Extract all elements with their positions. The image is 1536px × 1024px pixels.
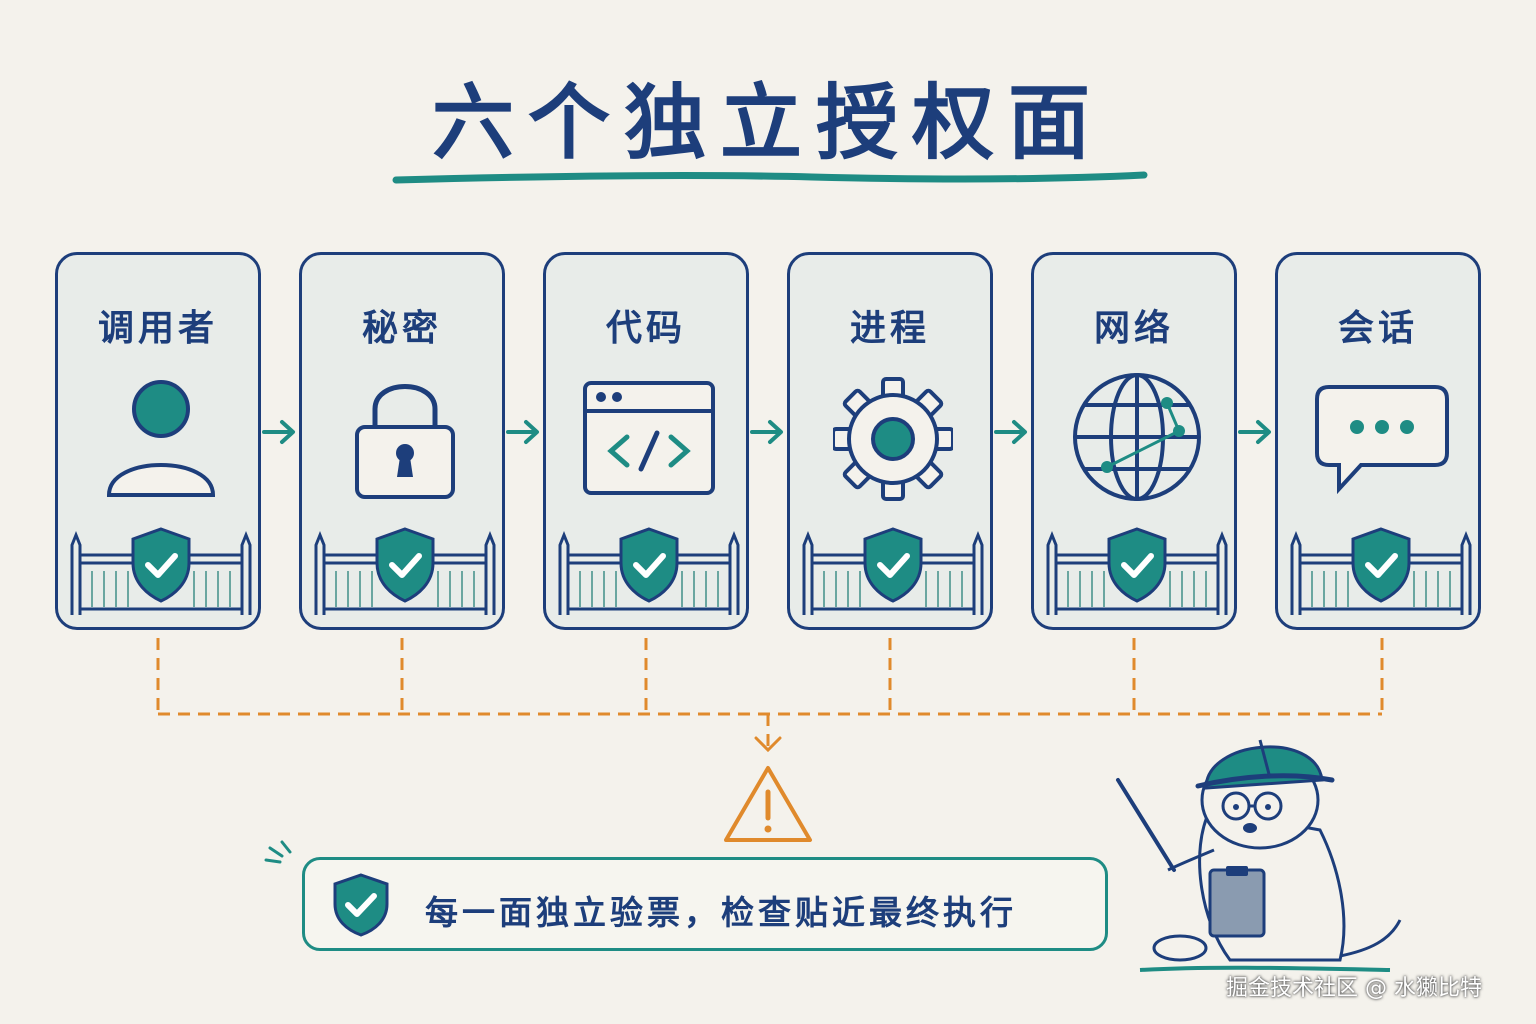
arrow-right-icon	[262, 420, 295, 444]
card-label: 网络	[1093, 308, 1174, 349]
lock-icon	[355, 384, 455, 499]
fence-shield-icon	[1290, 527, 1472, 615]
title-underline	[392, 171, 1148, 184]
summary-text: 每一面独立验票，检查贴近最终执行	[425, 893, 1017, 932]
arrow-right-icon	[506, 420, 539, 444]
watermark: 掘金技术社区 @ 水獭比特	[1226, 976, 1482, 1001]
fence-shield-icon	[314, 527, 496, 615]
card-caller: 调用者	[55, 252, 261, 630]
gear-icon	[833, 377, 953, 501]
fence-shield-icon	[802, 527, 984, 615]
fence-shield-icon	[70, 527, 252, 615]
dashed-connectors	[156, 638, 1384, 753]
summary-note: 每一面独立验票，检查贴近最终执行	[302, 857, 1108, 951]
fence-shield-icon	[558, 527, 740, 615]
card-label: 会话	[1337, 308, 1418, 349]
code-window-icon	[583, 381, 715, 495]
card-process: 进程	[787, 252, 993, 630]
card-secret: 秘密	[299, 252, 505, 630]
card-label: 秘密	[361, 308, 442, 349]
otter-mascot-illustration	[1116, 739, 1402, 972]
arrow-right-icon	[1238, 420, 1271, 444]
card-network: 网络	[1031, 252, 1237, 630]
arrow-right-icon	[750, 420, 783, 444]
shield-check-icon	[333, 873, 389, 937]
arrow-right-icon	[994, 420, 1027, 444]
globe-icon	[1073, 373, 1201, 501]
card-label: 代码	[605, 308, 686, 349]
card-label: 进程	[849, 308, 930, 349]
user-icon	[106, 380, 216, 497]
page-title: 六个独立授权面	[431, 76, 1104, 171]
card-session: 会话	[1275, 252, 1481, 630]
warning-icon	[724, 766, 812, 842]
chat-bubble-icon	[1315, 385, 1449, 495]
fence-shield-icon	[1046, 527, 1228, 615]
card-label: 调用者	[97, 308, 218, 349]
card-code: 代码	[543, 252, 749, 630]
sparkle-icon	[264, 840, 292, 864]
